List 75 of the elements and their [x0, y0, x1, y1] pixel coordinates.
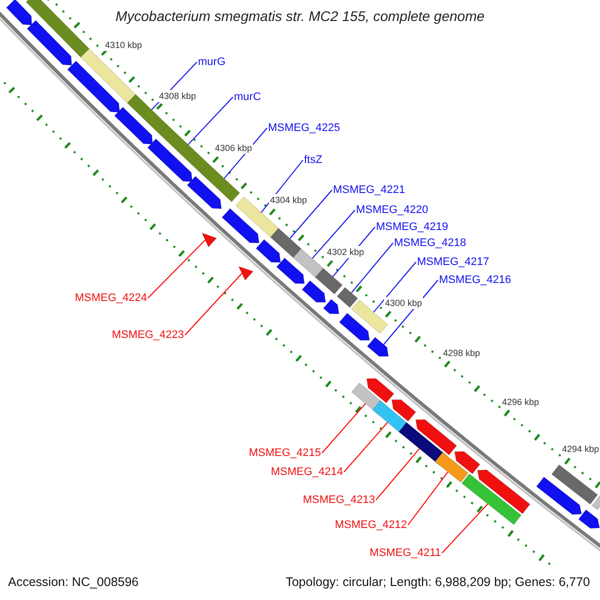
gene-label: MSMEG_4223	[112, 328, 184, 342]
diagram-title: Mycobacterium smegmatis str. MC2 155, complete genome	[114, 10, 486, 23]
gene-bar	[80, 48, 136, 104]
gene-feature	[114, 106, 154, 145]
gene-bar	[551, 464, 598, 505]
leader-line	[350, 242, 394, 294]
gene-feature	[477, 470, 530, 514]
gene-bar	[461, 473, 522, 526]
gene-bar	[270, 228, 302, 258]
accession-text: Accession: NC_008596	[8, 575, 139, 590]
gene-feature	[302, 280, 326, 303]
gene-bar	[158, 124, 210, 174]
scale-label: 4306 kbp	[214, 142, 254, 154]
gene-feature	[366, 378, 394, 404]
gene-label: MSMEG_4224	[74, 292, 147, 304]
gene-bar	[200, 164, 240, 202]
leader-line	[188, 96, 234, 146]
gene-bar	[592, 496, 600, 510]
gene-feature	[222, 208, 260, 244]
gene-feature	[67, 60, 120, 113]
gene-feature	[322, 298, 340, 314]
gene-feature	[578, 509, 600, 529]
gene-feature	[454, 451, 480, 474]
leader-line	[408, 471, 448, 526]
gene-feature	[26, 20, 72, 66]
gene-label: ftsZ	[304, 154, 322, 166]
gene-feature	[276, 258, 305, 284]
leader-line	[322, 403, 366, 454]
scale-label: 4302 kbp	[326, 246, 366, 258]
gene-bar	[292, 248, 324, 278]
gene-label: MSMEG_4221	[333, 184, 406, 196]
gene-label: MSMEG_4219	[376, 220, 448, 234]
gene-feature	[536, 476, 582, 515]
gene-marker	[202, 232, 218, 248]
gene-marker	[238, 266, 254, 281]
scale-label: 4294 kbp	[561, 443, 600, 455]
gene-label: MSMEG_4212	[334, 518, 407, 532]
leader-line	[148, 240, 206, 298]
gene-label: MSMEG_4216	[439, 274, 512, 286]
leader-line	[312, 210, 356, 259]
genome-summary: Topology: circular; Length: 6,988,209 bp; Genes: 6,770	[284, 575, 592, 590]
gene-feature	[186, 176, 222, 210]
gene-label: murC	[234, 90, 261, 104]
scale-label: 4298 kbp	[442, 347, 482, 359]
gene-bar	[434, 452, 469, 483]
gene-feature	[415, 419, 458, 456]
scale-label: 4308 kbp	[158, 90, 198, 102]
gene-label: MSMEG_4217	[417, 256, 490, 268]
gene-label: MSMEG_4215	[248, 446, 321, 460]
gene-feature	[338, 312, 370, 341]
scale-label: 4300 kbp	[384, 297, 424, 309]
scale-label: 4304 kbp	[269, 194, 308, 206]
leader-line	[184, 272, 242, 336]
scale-label: 4310 kbp	[104, 39, 144, 51]
leader-line	[260, 160, 304, 214]
gene-label: murG	[198, 56, 226, 68]
gene-feature	[6, 0, 32, 26]
gene-feature	[366, 336, 389, 357]
gene-label: MSMEG_4211	[370, 546, 441, 560]
leader-line	[442, 503, 488, 554]
gene-bar	[314, 268, 343, 295]
gene-label: MSMEG_4220	[356, 204, 428, 216]
gene-label: MSMEG_4214	[270, 466, 343, 478]
gene-bar	[336, 286, 358, 308]
gene-label: MSMEG_4218	[394, 236, 466, 250]
gene-feature	[391, 399, 416, 422]
gene-label: MSMEG_4225	[268, 122, 340, 134]
gene-label: MSMEG_4213	[302, 494, 375, 506]
leader-line	[376, 448, 420, 500]
gene-feature	[147, 138, 193, 182]
scale-label: 4296 kbp	[501, 396, 540, 408]
leader-line	[373, 262, 416, 313]
leader-line	[289, 190, 332, 239]
gene-bar	[26, 0, 90, 58]
leader-line	[344, 422, 388, 472]
